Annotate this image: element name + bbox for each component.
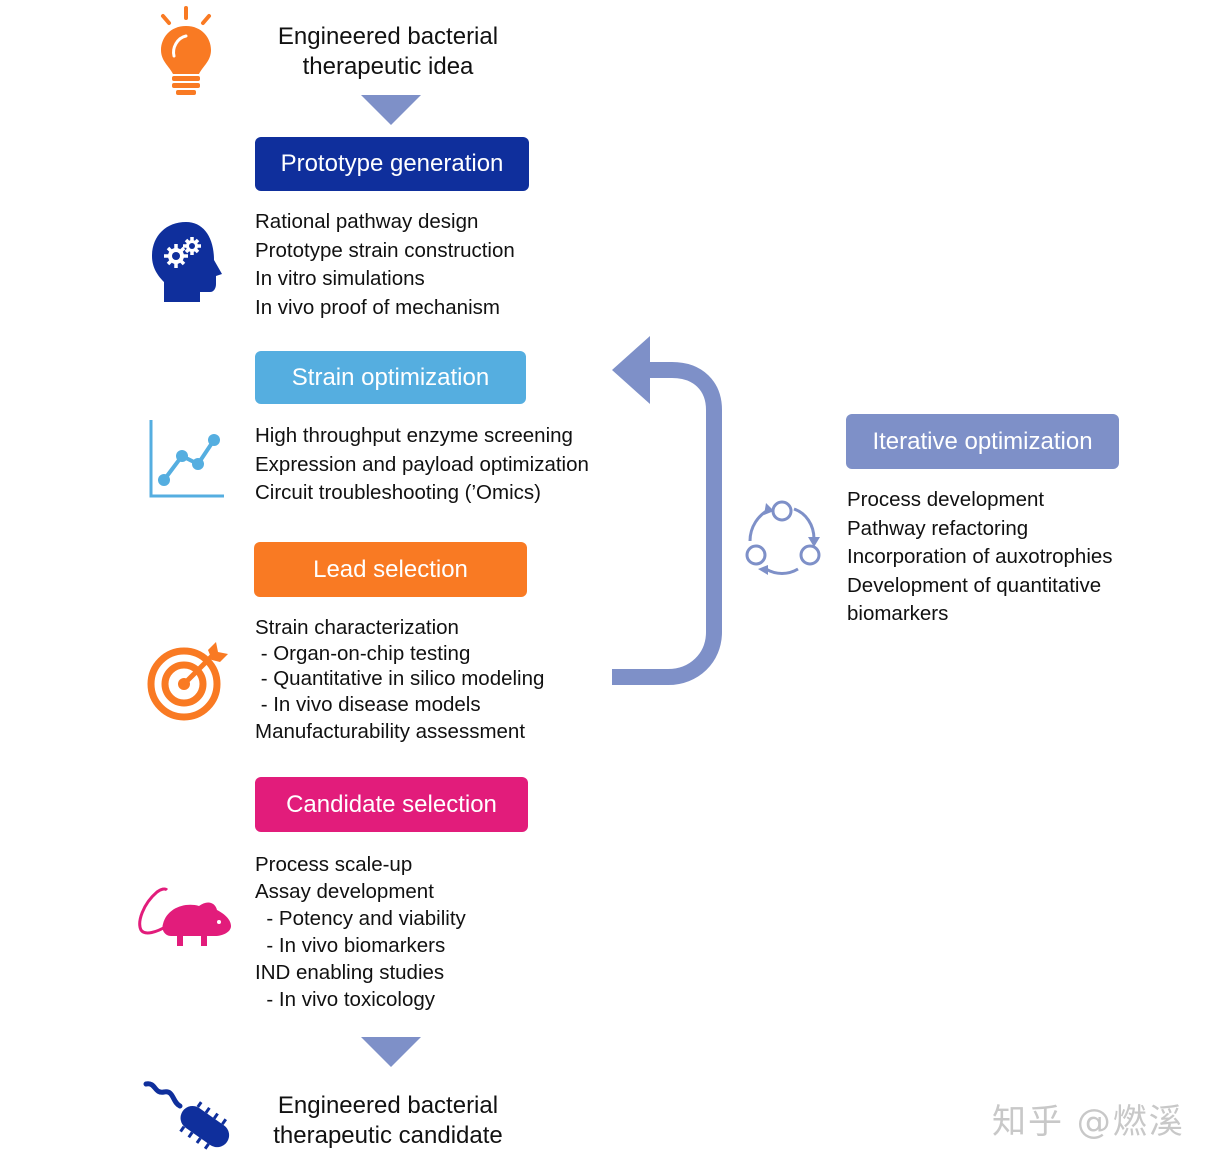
iterative-label-text: Iterative optimization <box>872 427 1093 455</box>
list-item: - In vivo toxicology <box>255 988 436 1011</box>
line-chart-icon <box>146 418 226 502</box>
list-item: In vivo proof of mechanism <box>255 295 500 319</box>
list-item: Process development <box>847 488 1045 511</box>
start-label: Engineered bacterial therapeutic idea <box>248 22 528 82</box>
bacterium-icon <box>142 1078 236 1154</box>
end-label: Engineered bacterial therapeutic candida… <box>248 1091 528 1151</box>
lightbulb-icon <box>155 6 217 98</box>
down-arrow-bottom <box>361 1037 421 1072</box>
stage-label: Prototype generation <box>280 150 504 177</box>
strain-optimization-list: High throughput enzyme screening Express… <box>255 422 589 508</box>
list-item: Prototype strain construction <box>255 238 515 262</box>
list-item: Circuit troubleshooting (’Omics) <box>255 481 541 504</box>
brain-gears-icon <box>150 220 224 304</box>
iterative-optimization-label: Iterative optimization <box>846 414 1119 469</box>
lead-selection-list: Strain characterization - Organ-on-chip … <box>255 615 544 745</box>
end-line-1: Engineered bacterial <box>277 1092 499 1119</box>
stage-candidate-selection: Candidate selection <box>255 777 528 832</box>
stage-label: Lead selection <box>313 555 468 583</box>
list-item: Rational pathway design <box>255 210 479 233</box>
prototype-generation-list: Rational pathway design Prototype strain… <box>255 208 515 322</box>
list-item: Process scale-up <box>255 853 413 876</box>
start-line-2: therapeutic idea <box>302 53 474 80</box>
list-item: Pathway refactoring <box>847 516 1029 540</box>
start-line-1: Engineered bacterial <box>277 23 499 50</box>
cycle-icon <box>740 495 826 581</box>
list-item: - In vivo disease models <box>255 692 481 716</box>
list-item: High throughput enzyme screening <box>255 424 573 447</box>
iterative-optimization-list: Process development Pathway refactoring … <box>847 486 1113 629</box>
list-item: Strain characterization <box>255 616 459 639</box>
list-item: Incorporation of auxotrophies <box>847 545 1113 568</box>
list-item: Assay development <box>255 880 434 903</box>
list-item: - Quantitative in silico modeling <box>255 667 545 690</box>
stage-strain-optimization: Strain optimization <box>255 351 526 404</box>
stage-label: Strain optimization <box>291 363 490 391</box>
list-item: Expression and payload optimization <box>255 452 589 476</box>
watermark: 知乎 @燃溪 <box>992 1102 1185 1142</box>
list-item: - Potency and viability <box>255 907 466 930</box>
target-icon <box>146 640 232 722</box>
list-item: - Organ-on-chip testing <box>255 641 471 665</box>
candidate-selection-list: Process scale-up Assay development - Pot… <box>255 851 466 1013</box>
stage-prototype-generation: Prototype generation <box>255 137 529 191</box>
stage-label: Candidate selection <box>286 790 497 818</box>
feedback-loop-arrow <box>608 336 728 697</box>
list-item: biomarkers <box>847 602 949 625</box>
list-item: Manufacturability assessment <box>255 720 526 743</box>
end-line-2: therapeutic candidate <box>273 1122 503 1149</box>
mouse-icon <box>137 884 235 952</box>
stage-lead-selection: Lead selection <box>254 542 527 597</box>
list-item: - In vivo biomarkers <box>255 934 446 957</box>
list-item: In vitro simulations <box>255 267 425 290</box>
list-item: Development of quantitative <box>847 573 1102 597</box>
down-arrow-top <box>361 95 421 130</box>
list-item: IND enabling studies <box>255 961 445 984</box>
